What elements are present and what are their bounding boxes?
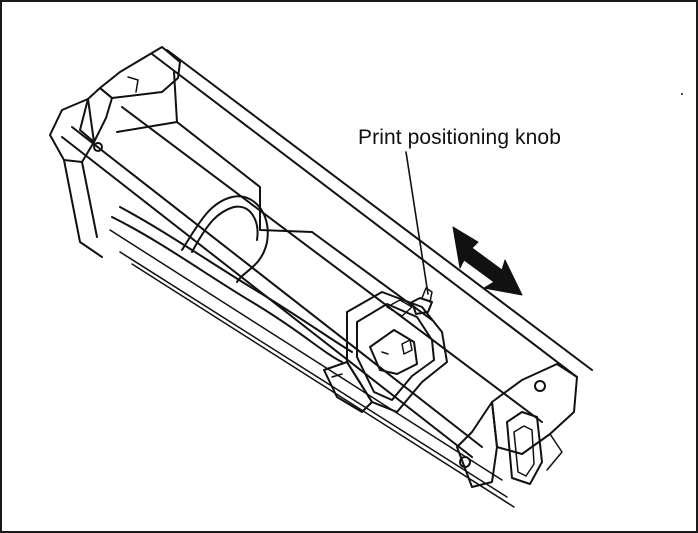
print-head-carriage [323,291,448,413]
double-headed-arrow-icon [452,226,523,296]
callout-leader-line [405,151,429,295]
left-end-cap [49,46,181,258]
callout-label-print-positioning-knob: Print positioning knob [358,126,561,149]
print-positioning-knob [411,287,433,315]
stray-mark [681,93,683,95]
right-end-bracket [456,363,578,488]
ribbon-cable [111,195,353,363]
